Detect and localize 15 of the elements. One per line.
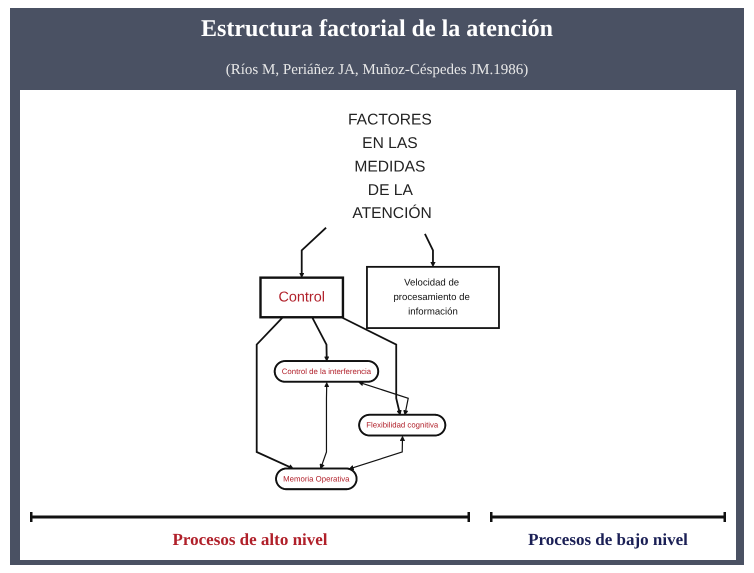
level-label: Procesos de bajo nivel	[527, 530, 689, 550]
arrow	[320, 382, 330, 470]
citation: (Ríos M, Periáñez JA, Muñoz-Céspedes JM.1986)	[224, 62, 530, 79]
arrow	[424, 233, 436, 268]
level-label: Procesos de alto nivel	[171, 530, 329, 550]
node-text: FACTORES EN LAS MEDIDAS DE LA ATENCIÓN	[348, 110, 432, 222]
arrow	[256, 316, 294, 470]
title: Estructura factorial de la atención	[200, 16, 554, 43]
node-box	[259, 276, 344, 318]
arrow	[358, 381, 410, 416]
arrow	[299, 227, 327, 278]
arrow	[341, 316, 402, 416]
node-box	[366, 266, 500, 329]
arrow	[311, 316, 330, 362]
arrow	[348, 436, 406, 470]
